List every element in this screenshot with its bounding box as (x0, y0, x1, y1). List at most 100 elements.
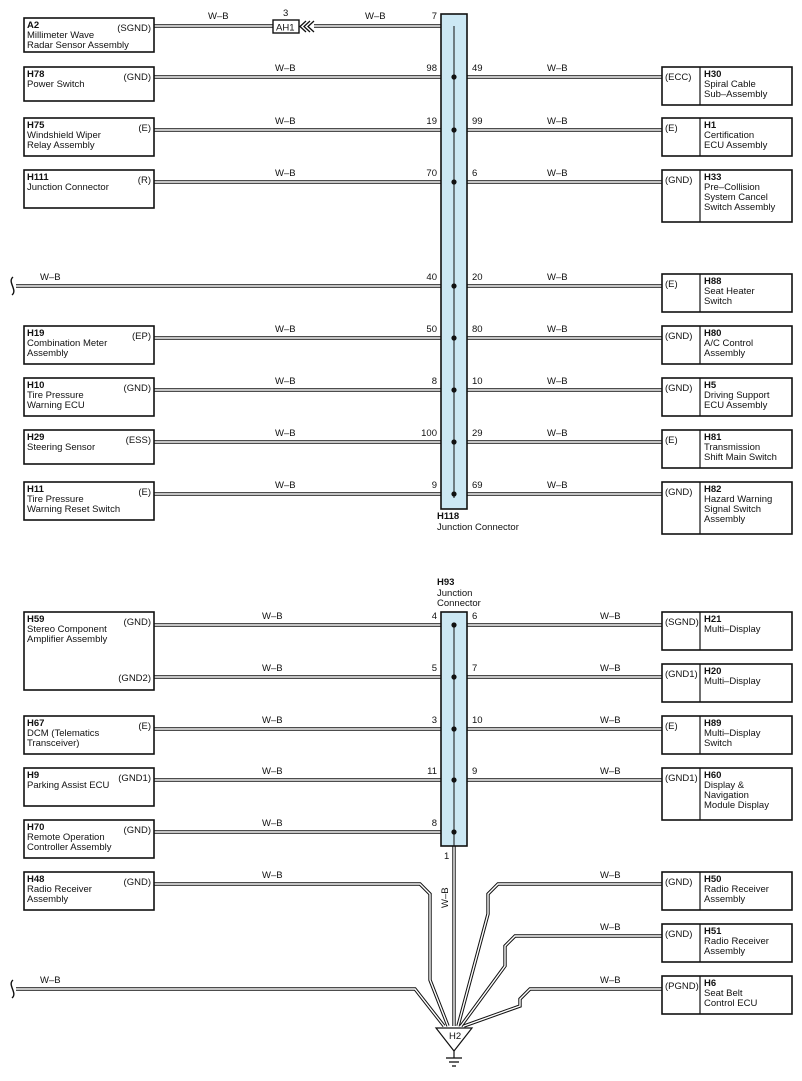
ah1-connector-label: AH1 (276, 23, 294, 34)
component-h81-code: H81 (704, 432, 722, 443)
wire-label-h5: W–B (547, 376, 568, 387)
h93-splice-dot-4 (451, 622, 457, 628)
wire-h48-ground-inner (154, 883, 449, 1027)
component-h50-name-line: Assembly (704, 894, 745, 905)
component-h50-pin-label: (GND) (665, 877, 692, 888)
component-h5-frame (661, 377, 793, 417)
component-h21-code: H21 (704, 614, 722, 625)
wire-label-h60: W–B (600, 766, 621, 777)
component-h78-pin-label: (GND) (124, 72, 151, 83)
component-h88-code: H88 (704, 276, 721, 287)
component-h89-code: H89 (704, 718, 721, 729)
wire-label-h1: W–B (547, 116, 568, 127)
component-h89-frame (661, 715, 793, 755)
component-h59-name-line: Stereo Component (27, 624, 107, 635)
component-h82-name-line: Hazard Warning (704, 494, 772, 505)
h59-pin2-label: (GND2) (118, 673, 151, 684)
wire-label-h89: W–B (600, 715, 621, 726)
component-h6-frame (661, 975, 793, 1015)
component-h81-name-line: Shift Main Switch (704, 452, 777, 463)
wire-label-h30: W–B (547, 63, 568, 74)
h118-pin-20: 20 (472, 272, 483, 283)
component-h6-name-line: Seat Belt (704, 988, 743, 999)
h118-splice-dot-98 (451, 74, 457, 80)
wire-label-h50: W–B (600, 870, 621, 881)
h93-splice-dot-3 (451, 726, 457, 732)
wire-label-h10: W–B (275, 376, 296, 387)
component-h29-frame (23, 429, 155, 465)
component-h60-name-line: Module Display (704, 800, 769, 811)
component-h6-pin-label: (PGND) (665, 981, 699, 992)
wire-label-lower-left-8: W–B (262, 818, 283, 829)
component-h82-name-line: Assembly (704, 514, 745, 525)
component-h51-pin-label: (GND) (665, 929, 692, 940)
component-h1-frame (661, 117, 793, 157)
continuation-wire-ground-left-inner (16, 988, 445, 1027)
h93-splice-dot-11 (451, 777, 457, 783)
wire-label-lower-left-3: W–B (262, 715, 283, 726)
h93-splice-dot-5 (451, 674, 457, 680)
component-h33-name-line: Switch Assembly (704, 202, 776, 213)
component-h30-frame (661, 66, 793, 106)
component-h70-name-line: Controller Assembly (27, 842, 112, 853)
wire-label-lower-left-11: W–B (262, 766, 283, 777)
component-h30-name-line: Spiral Cable (704, 79, 756, 90)
component-h1-pin-label: (E) (665, 123, 678, 134)
component-h81-frame (661, 429, 793, 469)
component-h60-name-line: Navigation (704, 790, 749, 801)
component-h80-code: H80 (704, 328, 721, 339)
h93-pin-10: 10 (472, 715, 483, 726)
component-h10-name-line: Warning ECU (27, 400, 85, 411)
component-h33-code: H33 (704, 172, 721, 183)
h93-pin-8: 8 (432, 818, 437, 829)
component-h81-pin-label: (E) (665, 435, 678, 446)
junction-bars-layer (440, 13, 468, 847)
a2-wire-segment-2 (314, 24, 456, 32)
wire-h50-ground-inner (457, 883, 662, 1027)
component-h5-code: H5 (704, 380, 717, 391)
ah1-pin-number: 3 (283, 8, 288, 19)
component-h75-frame (23, 117, 155, 157)
component-h19-name-line: Combination Meter (27, 338, 107, 349)
wire-label-h51: W–B (600, 922, 621, 933)
component-a2-name-line: Radar Sensor Assembly (27, 40, 129, 51)
component-h19-code: H19 (27, 328, 44, 339)
wire-h51-ground-inner (460, 935, 662, 1027)
wire-label-h29: W–B (275, 428, 296, 439)
component-h19-frame (23, 325, 155, 365)
component-h30-name-line: Sub–Assembly (704, 89, 768, 100)
component-h81-name-line: Transmission (704, 442, 760, 453)
component-h48-name-line: Radio Receiver (27, 884, 92, 895)
component-h50-frame (661, 871, 793, 911)
wire-label-h88: W–B (547, 272, 568, 283)
component-h11-name-line: Tire Pressure (27, 494, 84, 505)
component-h82-name-line: Signal Switch (704, 504, 761, 515)
wires-layer (16, 24, 662, 1028)
component-h89-name-line: Switch (704, 738, 732, 749)
component-h5-name-line: Driving Support (704, 390, 770, 401)
h93-pin-4: 4 (432, 611, 437, 622)
component-h10-code: H10 (27, 380, 44, 391)
component-h48-pin-label: (GND) (124, 877, 151, 888)
component-h111-frame (23, 169, 155, 209)
component-h48-frame (23, 871, 155, 911)
component-h67-pin-label: (E) (138, 721, 151, 732)
component-h82-code: H82 (704, 484, 721, 495)
wire-label-h75: W–B (275, 116, 296, 127)
component-h70-code: H70 (27, 822, 44, 833)
h118-pin-80: 80 (472, 324, 483, 335)
component-h9-code: H9 (27, 770, 39, 781)
component-h59-frame (23, 611, 155, 691)
h118-splice-dot-8 (451, 387, 457, 393)
